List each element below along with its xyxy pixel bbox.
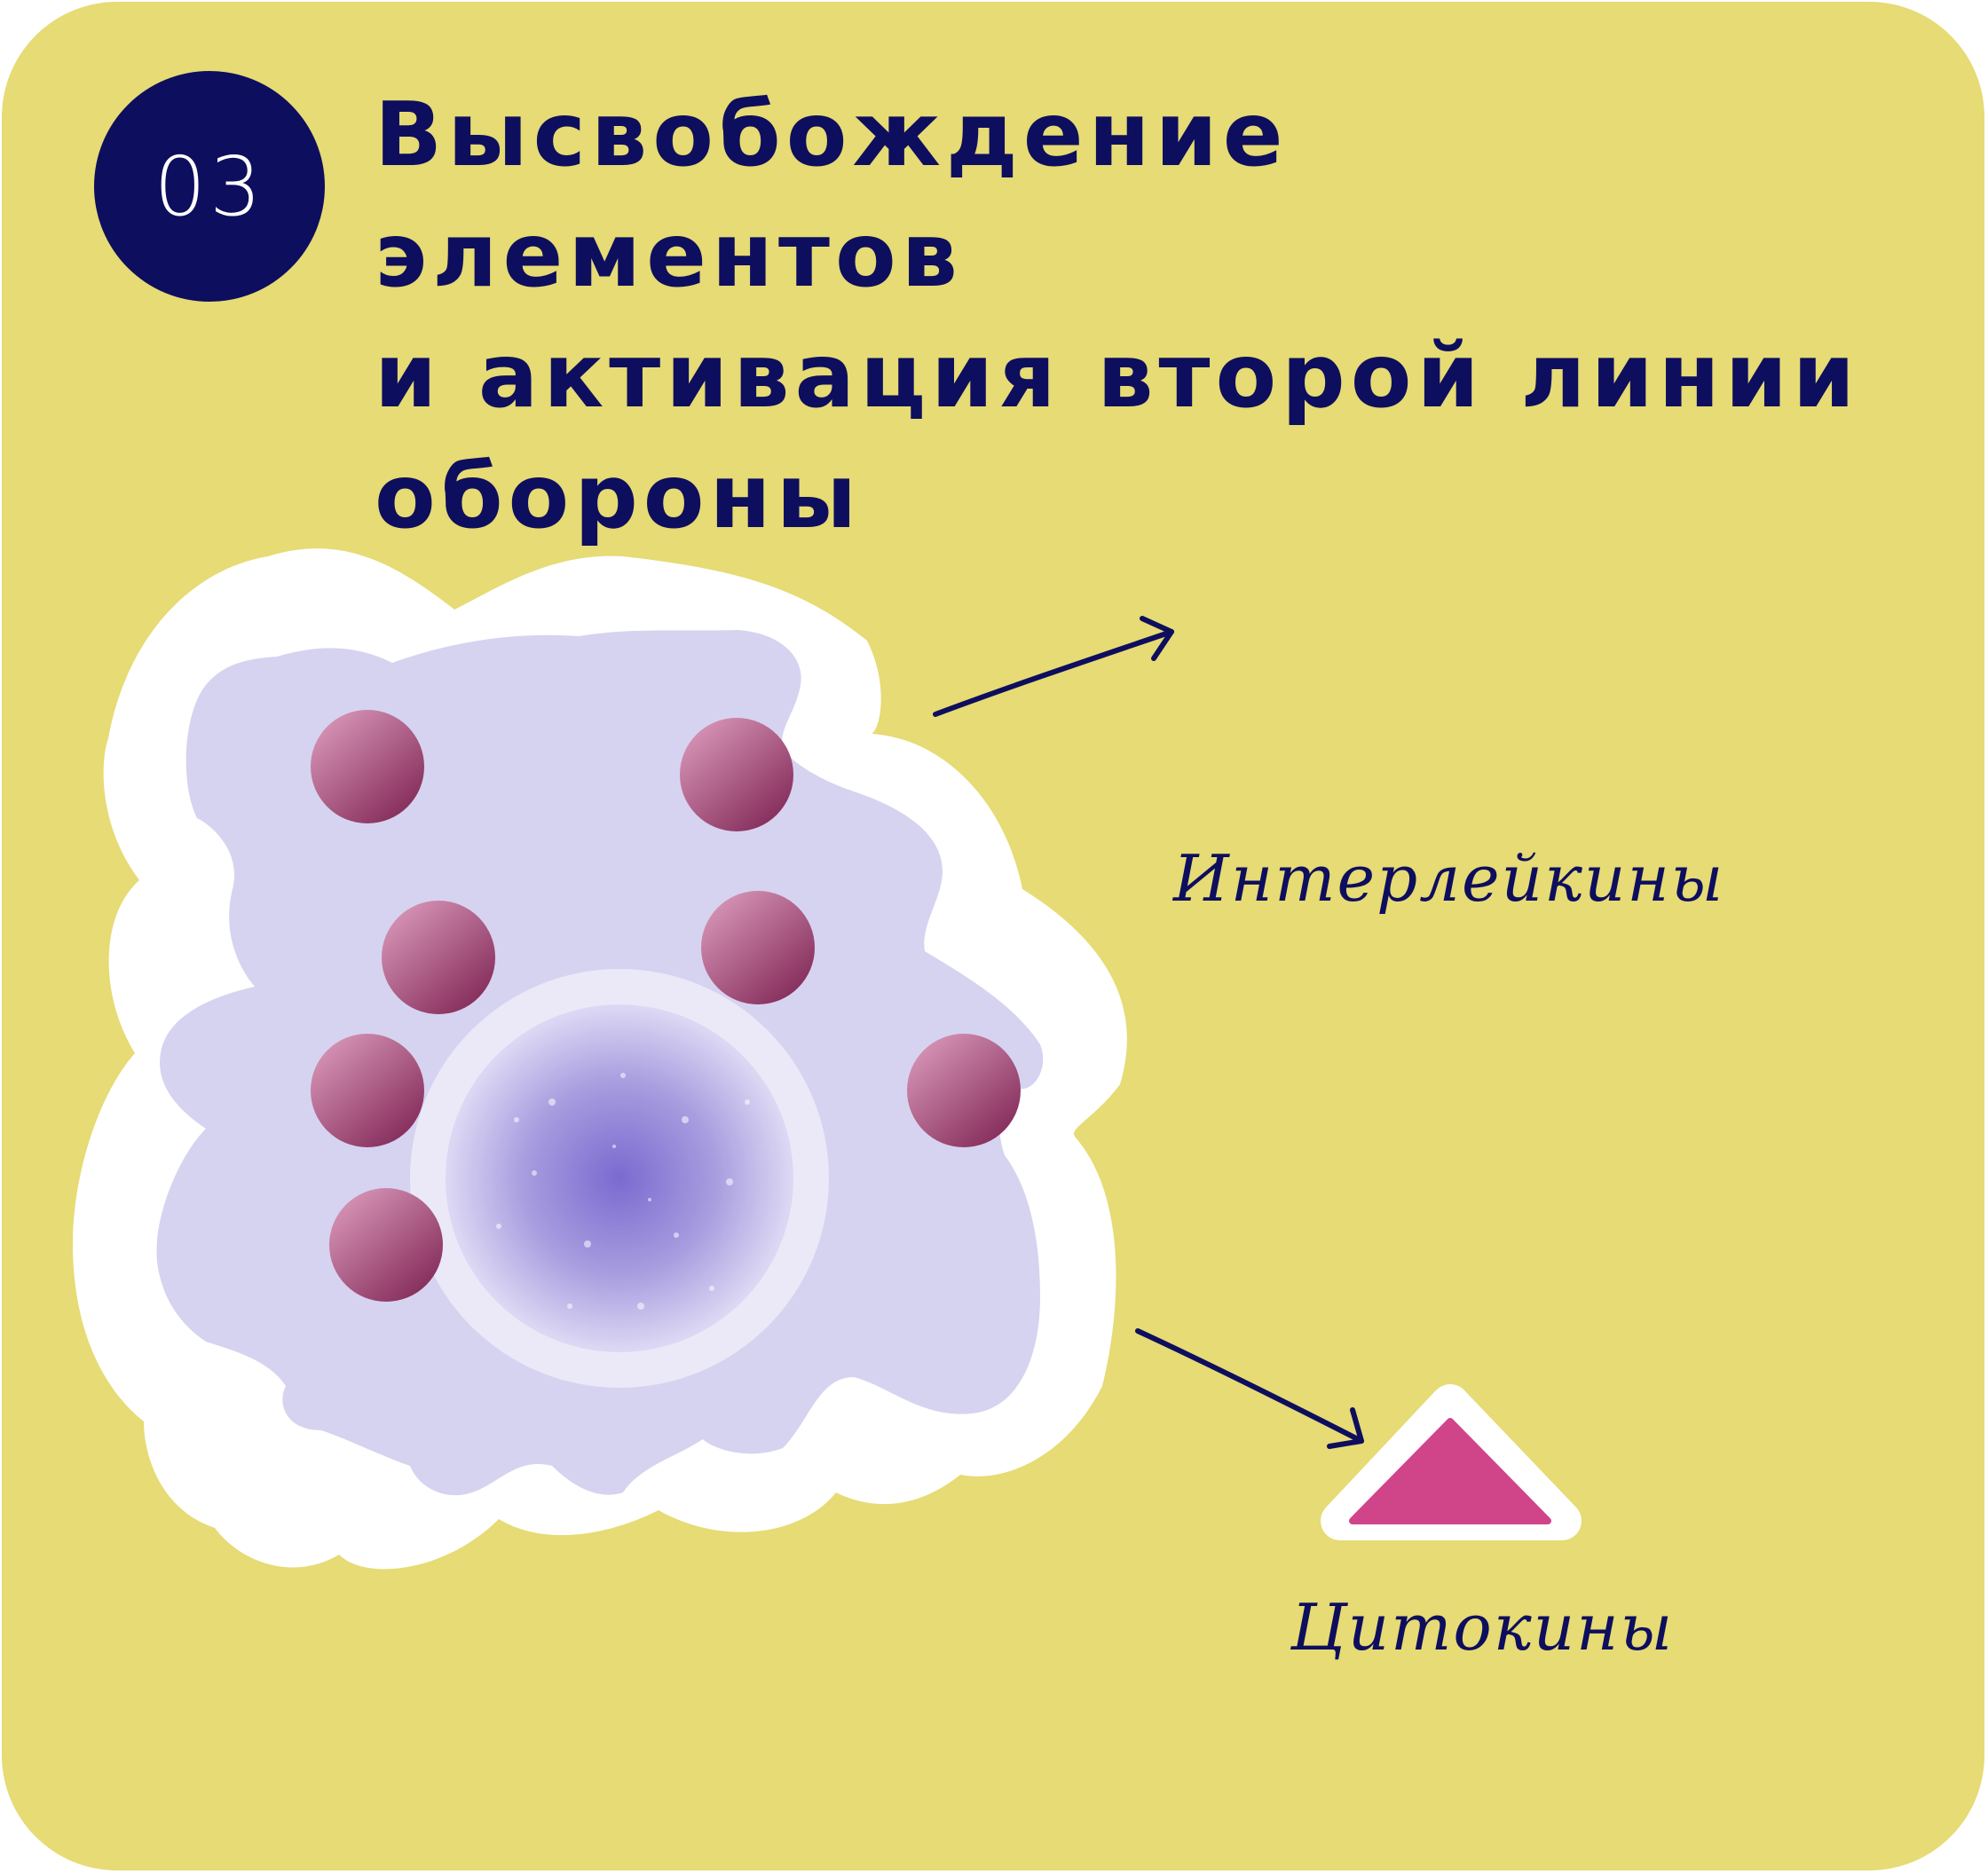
granule [382,901,495,1014]
title-line-2: и активация второй линии [375,324,1860,428]
arrow-icon [1135,1328,1364,1449]
step-number-badge: 03 [94,71,325,302]
granule [311,1034,424,1147]
page-title: Высвобождение элементов и активация втор… [375,75,1901,557]
arrow-icon [933,616,1174,717]
arrow-to-cytokines [1135,1328,1364,1444]
arrow-to-interleukins [933,629,1174,717]
cytokine-triangle-icon [1321,1384,1582,1540]
step-number: 03 [154,138,265,234]
granule [329,1188,443,1302]
granules [311,710,1021,1302]
nucleus-speckles [496,1073,750,1310]
label-cytokines: Цитокины [1290,1590,1675,1665]
granule [311,710,424,823]
arrow-head-interleukins [1140,616,1174,661]
arrow-head-cytokines [1327,1407,1364,1449]
granule [680,718,793,831]
nucleus [446,1004,793,1352]
immune-cell-icon [73,548,1127,1570]
title-line-1: Высвобождение элементов [375,83,1289,307]
granule [701,891,815,1004]
label-interleukins: Интерлейкины [1173,841,1725,916]
cytokine-triangle [1349,1418,1551,1524]
title-line-3: обороны [375,445,863,548]
granule [907,1034,1021,1147]
